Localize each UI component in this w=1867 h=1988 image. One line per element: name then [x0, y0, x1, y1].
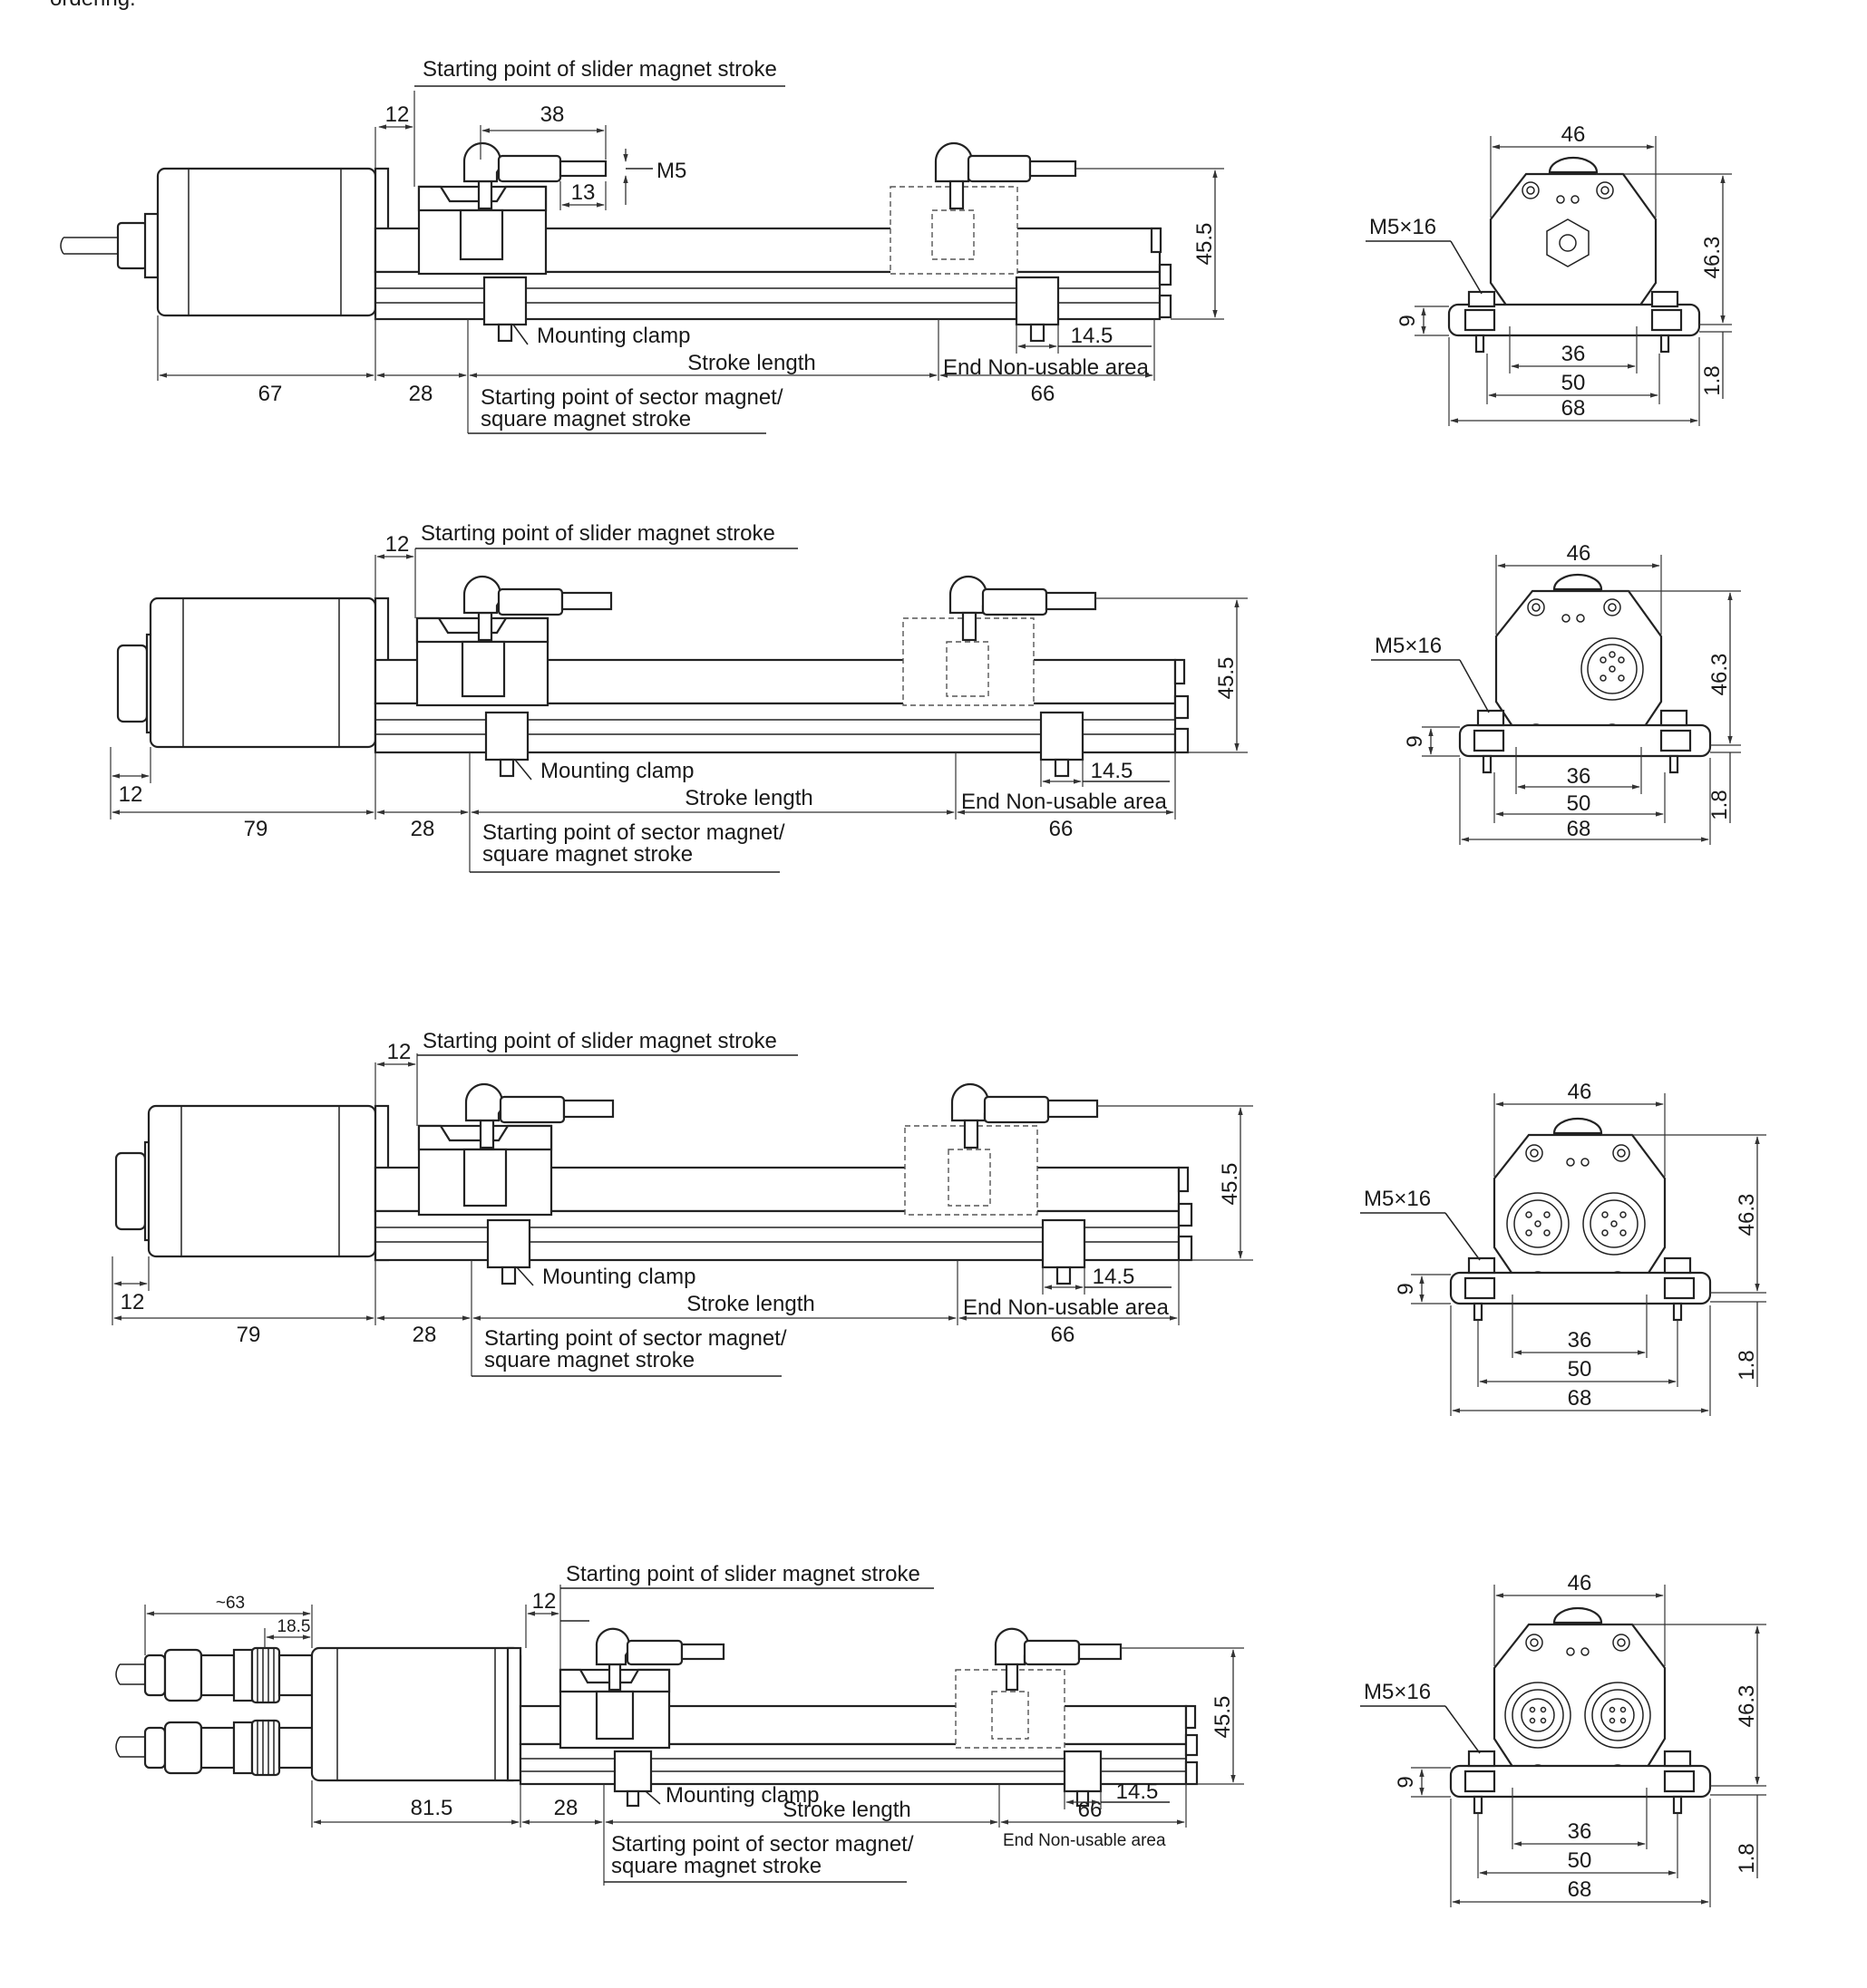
label-stroke-length: Stroke length: [783, 1798, 910, 1822]
label-stroke-length: Stroke length: [686, 1292, 814, 1316]
label-sector-start-1: Starting point of sector magnet/: [484, 1326, 787, 1351]
dim-front-height: 46.3: [1707, 654, 1732, 696]
header-fragment: ordering.: [50, 0, 136, 11]
dim-connector: 12: [121, 1290, 145, 1314]
dim-motor-length: 81.5: [411, 1796, 453, 1820]
dim-front-base2: 1.8: [1700, 365, 1725, 395]
label-screw-size: M5×16: [1369, 215, 1436, 239]
label-sector-start-2: square magnet stroke: [481, 407, 691, 432]
dim-front-base2: 1.8: [1707, 790, 1732, 819]
label-slider-start: Starting point of slider magnet stroke: [423, 57, 777, 82]
dim-clamp-offset: 14.5: [1116, 1780, 1159, 1804]
dim-front-50: 50: [1568, 1357, 1592, 1382]
dim-front-50: 50: [1561, 371, 1586, 395]
dim-front-68: 68: [1568, 1386, 1592, 1411]
label-slider-start: Starting point of slider magnet stroke: [423, 1029, 777, 1053]
front-view-1: 46 46.3 1.8 9 36 50 68 M5×16: [1366, 122, 1732, 426]
dim-pitch-offset: 12: [385, 102, 410, 127]
dim-front-width: 46: [1567, 541, 1591, 566]
dim-pitch-offset: 12: [387, 1040, 412, 1064]
dim-pitch-offset: 12: [385, 532, 410, 557]
dim-height: 45.5: [1211, 1696, 1235, 1739]
label-stroke-length: Stroke length: [685, 786, 812, 810]
dim-motor-length: 79: [244, 817, 268, 841]
dim-housing-length: 28: [413, 1323, 437, 1347]
dim-end-area: 66: [1031, 382, 1055, 406]
dim-front-width: 46: [1568, 1080, 1592, 1104]
dim-front-base: 9: [1395, 315, 1420, 326]
dim-height: 45.5: [1218, 1163, 1242, 1206]
dim-clamp-offset: 14.5: [1091, 759, 1133, 783]
dim-motor-length: 79: [237, 1323, 261, 1347]
label-mounting-clamp: Mounting clamp: [540, 759, 694, 783]
label-end-area: End Non-usable area: [961, 790, 1167, 814]
front-view-2: 46 46.3 1.8 9 36 50 68 M5×16: [1371, 541, 1741, 845]
dim-front-height: 46.3: [1700, 237, 1725, 279]
dim-front-base2: 1.8: [1735, 1350, 1759, 1380]
label-sector-start-2: square magnet stroke: [611, 1854, 822, 1878]
label-mounting-clamp: Mounting clamp: [537, 324, 690, 348]
dim-front-68: 68: [1561, 396, 1586, 421]
dim-housing-length: 28: [554, 1796, 579, 1820]
dim-height: 45.5: [1214, 657, 1239, 700]
dim-end-area: 66: [1051, 1323, 1075, 1347]
dim-motor-length: 67: [258, 382, 283, 406]
dim-housing-length: 28: [411, 817, 435, 841]
label-screw-size: M5×16: [1375, 634, 1442, 658]
side-view-4: ~63 18.5 81.5 28 Stroke length 66 End No…: [115, 1562, 1244, 1886]
front-view-4: 46 46.3 1.8 9 36 50 68 M5×16: [1360, 1571, 1766, 1907]
side-view-1: 67 28 Stroke length 66 End Non-usable ar…: [60, 57, 1224, 434]
dim-end-area: 66: [1078, 1798, 1103, 1822]
dim-front-36: 36: [1561, 342, 1586, 366]
dim-front-height: 46.3: [1735, 1194, 1759, 1236]
label-sector-start-1: Starting point of sector magnet/: [482, 820, 785, 845]
dim-front-base2: 1.8: [1735, 1843, 1759, 1873]
dim-front-base: 9: [1394, 1776, 1418, 1788]
label-end-area: End Non-usable area: [943, 355, 1149, 380]
label-slider-start: Starting point of slider magnet stroke: [421, 521, 775, 546]
dim-connector: 12: [119, 782, 143, 807]
dim-front-width: 46: [1568, 1571, 1592, 1595]
dim-front-36: 36: [1568, 1328, 1592, 1353]
dim-front-36: 36: [1567, 764, 1591, 789]
dim-front-50: 50: [1568, 1848, 1592, 1873]
dim-front-68: 68: [1567, 817, 1591, 841]
dim-front-50: 50: [1567, 791, 1591, 816]
dim-front-base: 9: [1403, 735, 1427, 747]
label-mounting-clamp: Mounting clamp: [666, 1783, 819, 1808]
dim-end-area: 66: [1049, 817, 1074, 841]
label-sector-start-2: square magnet stroke: [482, 842, 693, 867]
label-end-area: End Non-usable area: [963, 1295, 1169, 1320]
label-end-area: End Non-usable area: [1003, 1831, 1166, 1850]
label-screw-size: M5×16: [1364, 1187, 1431, 1211]
dim-front-width: 46: [1561, 122, 1586, 147]
dim-front-base: 9: [1394, 1283, 1418, 1295]
dim-pitch-offset: 12: [532, 1589, 557, 1614]
label-m5: M5: [656, 159, 686, 183]
label-sector-start-2: square magnet stroke: [484, 1348, 695, 1372]
label-slider-start: Starting point of slider magnet stroke: [566, 1562, 920, 1586]
dim-front-68: 68: [1568, 1877, 1592, 1902]
dim-m5-pitch: 13: [571, 180, 596, 205]
dim-front-36: 36: [1568, 1819, 1592, 1844]
dim-slider-width: 38: [540, 102, 565, 127]
dim-cable-length: ~63: [216, 1594, 245, 1613]
dim-clamp-offset: 14.5: [1071, 324, 1113, 348]
label-sector-start-1: Starting point of sector magnet/: [611, 1832, 914, 1857]
dim-front-height: 46.3: [1735, 1685, 1759, 1728]
label-sector-start-1: Starting point of sector magnet/: [481, 385, 783, 410]
dim-clamp-offset: 14.5: [1093, 1265, 1135, 1289]
side-view-2: 12 79 28 Stroke length 66 End Non-usable…: [110, 521, 1248, 873]
dim-height: 45.5: [1192, 223, 1217, 266]
front-view-3: 46 46.3 1.8 9 36 50 68 M5×16: [1360, 1080, 1766, 1416]
dim-connector: 18.5: [277, 1617, 311, 1636]
label-stroke-length: Stroke length: [687, 351, 815, 375]
dim-housing-length: 28: [409, 382, 433, 406]
label-mounting-clamp: Mounting clamp: [542, 1265, 695, 1289]
side-view-3: 12 79 28 Stroke length 66 End Non-usable…: [112, 1029, 1253, 1377]
label-screw-size: M5×16: [1364, 1680, 1431, 1704]
